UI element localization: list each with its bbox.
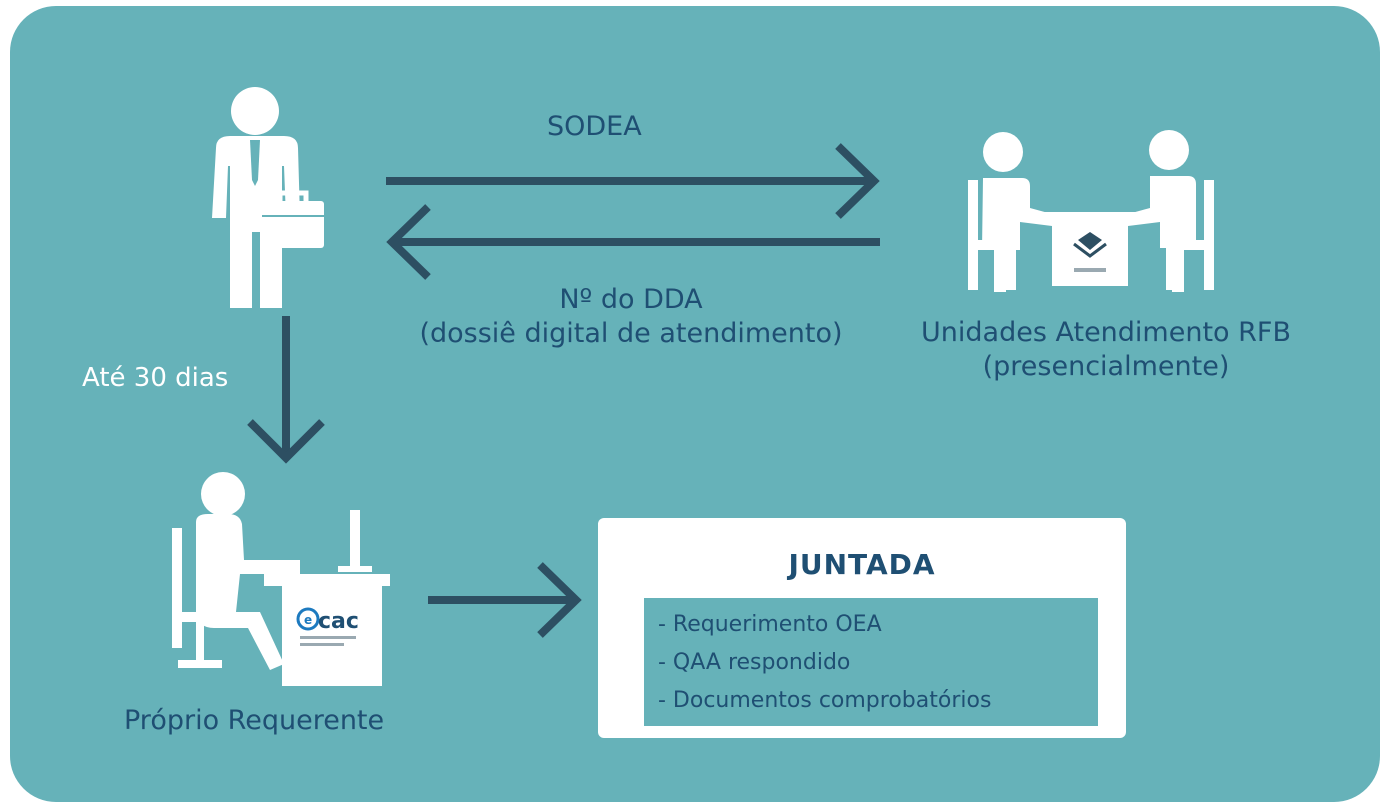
dda-label-line1: Nº do DDA bbox=[559, 284, 703, 315]
dda-label: Nº do DDA (dossiê digital de atendimento… bbox=[396, 283, 866, 351]
units-label-line2: (presencialmente) bbox=[982, 350, 1230, 382]
juntada-item: - Documentos comprobatórios bbox=[658, 688, 992, 713]
juntada-title: JUNTADA bbox=[788, 548, 936, 581]
juntada-item: - Requerimento OEA bbox=[658, 612, 882, 637]
sodea-label: SODEA bbox=[547, 111, 642, 142]
requester-label: Próprio Requerente bbox=[124, 705, 385, 736]
arrow-to-juntada bbox=[428, 562, 582, 638]
dda-label-line2: (dossiê digital de atendimento) bbox=[419, 317, 843, 349]
juntada-box: JUNTADA - Requerimento OEA - QAA respond… bbox=[598, 518, 1126, 738]
juntada-item: - QAA respondido bbox=[658, 650, 851, 675]
businessman-icon bbox=[212, 87, 324, 308]
units-label-line1: Unidades Atendimento RFB bbox=[921, 317, 1291, 348]
juntada-list: - Requerimento OEA - QAA respondido - Do… bbox=[644, 598, 1098, 726]
arrow-down-deadline bbox=[247, 316, 325, 464]
deadline-label: Até 30 dias bbox=[82, 363, 229, 393]
arrow-to-requester bbox=[386, 204, 880, 280]
arrow-to-units bbox=[386, 143, 880, 219]
ecac-logo-text: cac bbox=[318, 609, 359, 634]
units-label: Unidades Atendimento RFB (presencialment… bbox=[896, 316, 1316, 384]
computer-user-icon: e cac bbox=[172, 472, 390, 686]
service-desk-meeting-icon bbox=[968, 130, 1214, 292]
svg-text:e: e bbox=[304, 613, 312, 627]
